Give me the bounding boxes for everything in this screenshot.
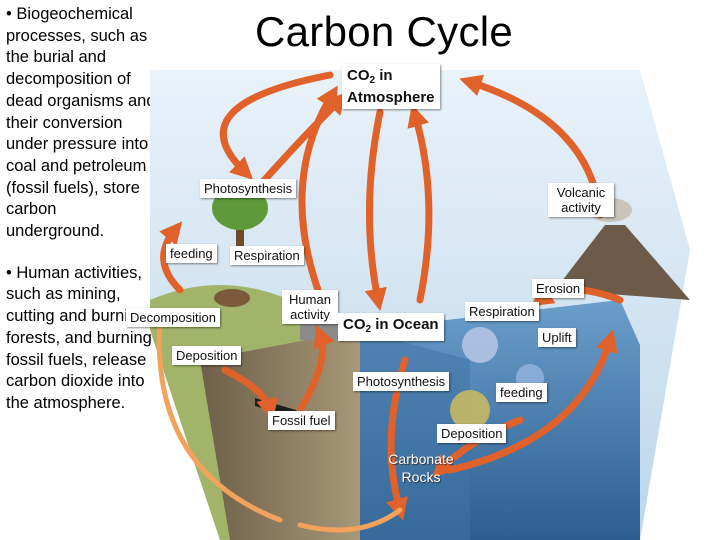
co2-text: CO (347, 67, 370, 84)
plankton-cell (462, 327, 498, 363)
label-decomposition: Decomposition (126, 308, 220, 327)
atmosphere-text: Atmosphere (347, 89, 435, 106)
label-volcanic-activity: Volcanic activity (548, 183, 614, 217)
in-ocean-text: in Ocean (371, 316, 439, 333)
label-feeding-land: feeding (166, 244, 217, 263)
label-erosion: Erosion (532, 279, 584, 298)
label-human-activity: Human activity (282, 290, 338, 324)
label-co2-ocean: CO2 in Ocean (338, 313, 444, 341)
co2-in-text: in (375, 67, 393, 84)
label-deposition-land: Deposition (172, 346, 241, 365)
label-photosynthesis-ocean: Photosynthesis (353, 372, 449, 391)
label-photosynthesis-land: Photosynthesis (200, 179, 296, 198)
label-respiration-ocean: Respiration (465, 302, 539, 321)
label-respiration-land: Respiration (230, 246, 304, 265)
label-deposition-ocean: Deposition (437, 424, 506, 443)
elk (214, 289, 250, 307)
label-co2-atmosphere: CO2 in Atmosphere (342, 64, 440, 109)
co2-ocean-text: CO (343, 316, 366, 333)
label-fossil-fuel: Fossil fuel (268, 411, 335, 430)
label-carbonate-rocks: Carbonate Rocks (378, 450, 464, 486)
label-feeding-ocean: feeding (496, 383, 547, 402)
label-uplift: Uplift (538, 328, 576, 347)
